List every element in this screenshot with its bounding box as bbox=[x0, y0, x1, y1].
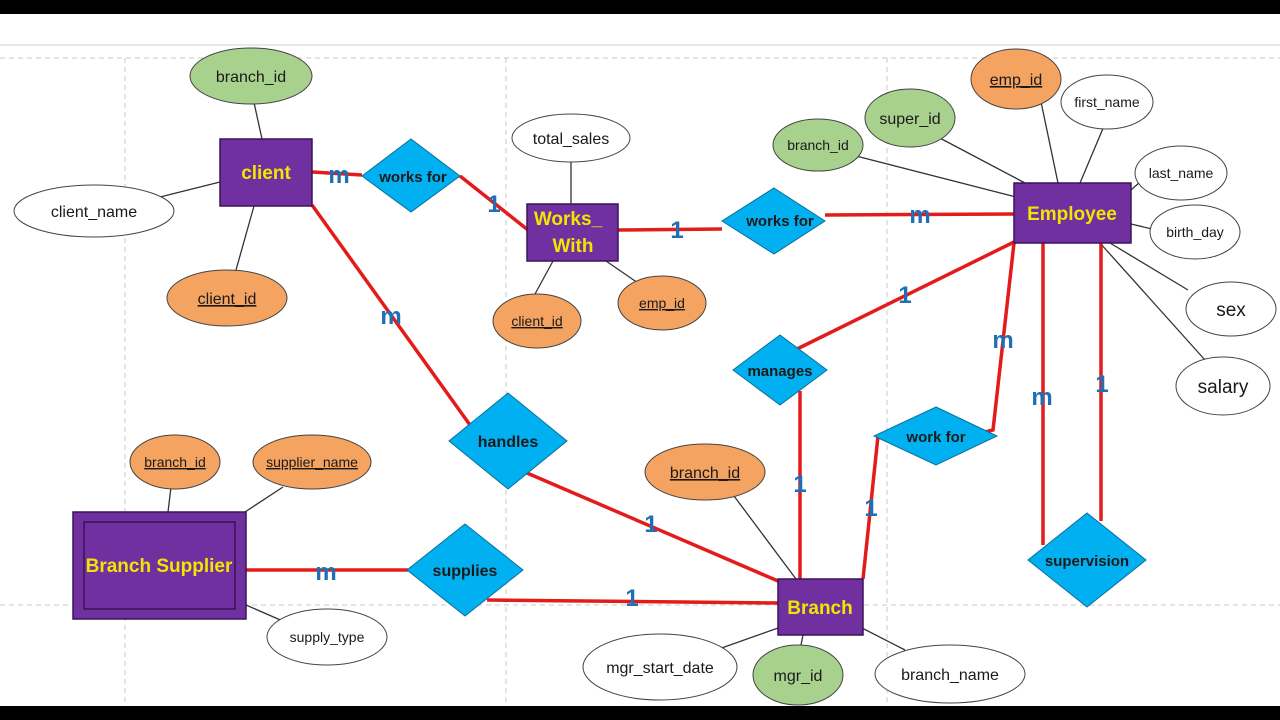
attribute-total-sales[interactable]: total_sales bbox=[511, 113, 631, 163]
cardinality-employee-supervision-m: m bbox=[1031, 384, 1052, 411]
attribute-label: branch_id bbox=[216, 69, 286, 86]
attribute-client-name[interactable]: client_name bbox=[13, 184, 175, 238]
entity-label: client bbox=[241, 163, 291, 184]
entity-works-with[interactable]: Works_ With bbox=[526, 203, 619, 262]
entity-employee[interactable]: Employee bbox=[1013, 182, 1132, 244]
entity-label: Branch Supplier bbox=[86, 556, 233, 577]
relationship-manages[interactable]: manages bbox=[732, 334, 828, 406]
attribute-label: branch_id bbox=[670, 465, 740, 482]
attribute-bs-branch-id[interactable]: branch_id bbox=[129, 434, 221, 490]
cardinality-handles-branch: 1 bbox=[644, 511, 657, 538]
relationship-label: work for bbox=[905, 429, 965, 446]
attribute-label: client_id bbox=[511, 313, 562, 329]
attribute-supplier-name[interactable]: supplier_name bbox=[252, 434, 372, 490]
cardinality-works-for-employee: m bbox=[909, 202, 930, 229]
attribute-birth-day[interactable]: birth_day bbox=[1149, 204, 1241, 260]
attribute-label: last_name bbox=[1149, 165, 1214, 181]
entity-branch-supplier[interactable]: Branch Supplier bbox=[72, 511, 247, 620]
relationship-works-for-client[interactable]: works for bbox=[361, 138, 461, 213]
attribute-label: branch_id bbox=[787, 137, 849, 153]
relationship-label: works for bbox=[378, 169, 447, 186]
attribute-label: supply_type bbox=[290, 629, 365, 645]
relationship-work-for-branch[interactable]: work for bbox=[872, 406, 999, 466]
attribute-ww-emp-id[interactable]: emp_id bbox=[617, 275, 707, 331]
attribute-label: branch_id bbox=[144, 454, 206, 470]
cardinality-manages-branch: 1 bbox=[793, 471, 806, 498]
relationship-label: supervision bbox=[1045, 553, 1129, 570]
attribute-label: mgr_id bbox=[774, 668, 823, 685]
relationship-label: handles bbox=[478, 434, 539, 451]
attribute-label: emp_id bbox=[990, 72, 1042, 89]
attribute-label: birth_day bbox=[1166, 224, 1224, 240]
attribute-super-id[interactable]: super_id bbox=[864, 88, 956, 148]
cardinality-employee-manages: 1 bbox=[898, 282, 911, 309]
attribute-label: client_id bbox=[198, 291, 257, 308]
cardinality-client-works-for: m bbox=[328, 162, 349, 189]
cardinality-employee-supervision-1: 1 bbox=[1095, 371, 1108, 398]
relationship-label: manages bbox=[747, 363, 812, 380]
attribute-last-name[interactable]: last_name bbox=[1134, 145, 1228, 201]
attribute-label: first_name bbox=[1074, 94, 1140, 110]
cardinality-supplier-supplies: m bbox=[315, 559, 336, 586]
attribute-ww-client-id[interactable]: client_id bbox=[492, 293, 582, 349]
relationship-supervision[interactable]: supervision bbox=[1027, 512, 1147, 608]
attribute-supply-type[interactable]: supply_type bbox=[266, 608, 388, 666]
relationship-label: works for bbox=[745, 213, 814, 230]
relationship-connectors bbox=[246, 170, 1103, 605]
cardinality-supplies-branch: 1 bbox=[625, 585, 638, 612]
attribute-mgr-start-date[interactable]: mgr_start_date bbox=[582, 633, 738, 701]
attribute-label: sex bbox=[1216, 300, 1246, 321]
attribute-label: super_id bbox=[879, 111, 940, 128]
relationship-works-for-employee[interactable]: works for bbox=[721, 187, 826, 255]
attribute-label: branch_name bbox=[901, 667, 999, 684]
entity-label-line2: With bbox=[553, 236, 594, 257]
attribute-client-id[interactable]: client_id bbox=[166, 269, 288, 327]
attribute-connectors bbox=[159, 96, 1206, 651]
attribute-salary[interactable]: salary bbox=[1175, 356, 1271, 416]
cardinality-work-for-branch: 1 bbox=[864, 495, 877, 522]
entity-label-line1: Works_ bbox=[534, 209, 603, 230]
entity-client[interactable]: client bbox=[219, 138, 313, 207]
entity-label: Employee bbox=[1027, 204, 1117, 225]
weak-entity-inner-border bbox=[83, 521, 236, 610]
cardinality-client-handles: m bbox=[380, 303, 401, 330]
relationship-supplies[interactable]: supplies bbox=[406, 523, 524, 617]
attribute-branch-branch-id[interactable]: branch_id bbox=[644, 443, 766, 501]
attribute-label: salary bbox=[1198, 377, 1249, 398]
attribute-label: total_sales bbox=[533, 131, 610, 148]
attribute-mgr-id[interactable]: mgr_id bbox=[752, 644, 844, 706]
attribute-label: client_name bbox=[51, 204, 137, 221]
relationship-label: supplies bbox=[433, 563, 498, 580]
attribute-label: supplier_name bbox=[266, 454, 358, 470]
attribute-client-branch-id[interactable]: branch_id bbox=[189, 47, 313, 105]
entity-branch[interactable]: Branch bbox=[777, 578, 864, 636]
cardinality-works-for-works-with: 1 bbox=[487, 191, 500, 218]
attribute-emp-id[interactable]: emp_id bbox=[970, 48, 1062, 110]
attribute-sex[interactable]: sex bbox=[1185, 281, 1277, 337]
attribute-label: mgr_start_date bbox=[606, 660, 714, 677]
attribute-emp-branch-id[interactable]: branch_id bbox=[772, 118, 864, 172]
relationship-handles[interactable]: handles bbox=[448, 392, 568, 490]
attribute-branch-name[interactable]: branch_name bbox=[874, 644, 1026, 704]
cardinality-works-with-works-for: 1 bbox=[670, 217, 683, 244]
attribute-label: emp_id bbox=[639, 295, 685, 311]
attribute-first-name[interactable]: first_name bbox=[1060, 74, 1154, 130]
cardinality-employee-work-for: m bbox=[992, 327, 1013, 354]
entity-label: Branch bbox=[787, 598, 852, 619]
